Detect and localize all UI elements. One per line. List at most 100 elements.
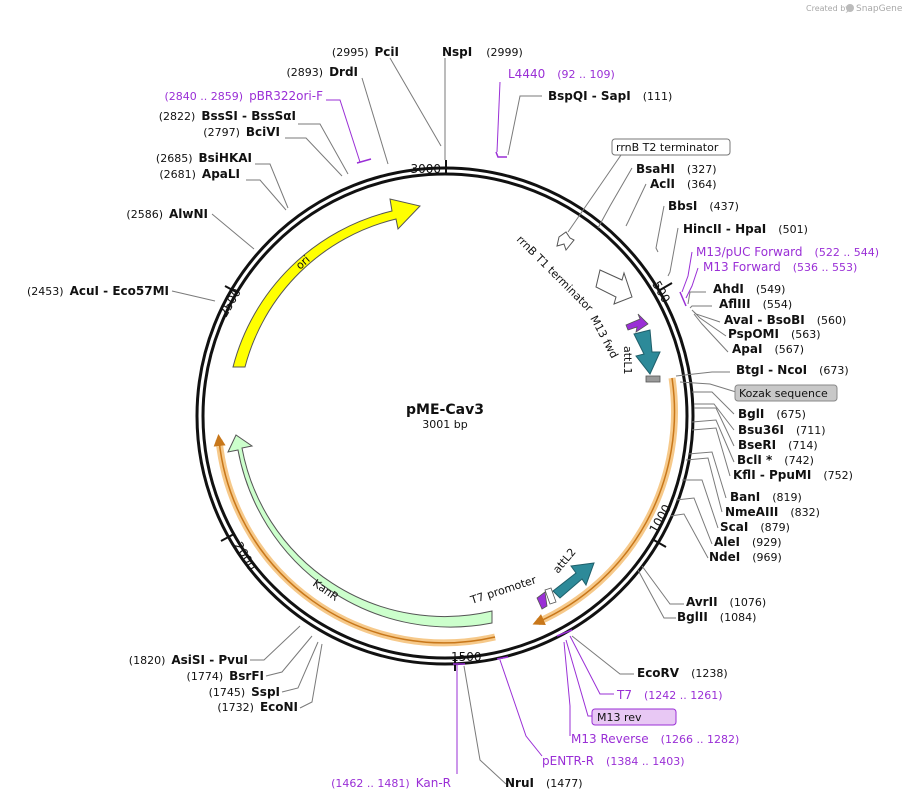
site-bcli[interactable]: BclI *(742) xyxy=(737,453,814,467)
primer-labels: L4440(92 .. 109) (2840 .. 2859)pBR322ori… xyxy=(165,67,880,790)
site-acli[interactable]: AclI(364) xyxy=(650,177,717,191)
site-ndei[interactable]: NdeI(969) xyxy=(709,550,782,564)
tick-label-2500: 2500 xyxy=(216,286,243,319)
primer-pentr-r[interactable]: pENTR-R(1384 .. 1403) xyxy=(542,754,685,768)
site-hincii[interactable]: HincII - HpaI(501) xyxy=(683,222,808,236)
attl2-arrow[interactable] xyxy=(552,562,595,599)
alwni-leader xyxy=(211,213,255,250)
t7-promoter-label: T7 promoter xyxy=(468,573,538,607)
bsihkai-leader xyxy=(255,163,289,209)
rrnb-t1-arrow[interactable] xyxy=(595,269,633,305)
plasmid-length: 3001 bp xyxy=(422,418,467,431)
primer-m13-forward[interactable]: M13 Forward(536 .. 553) xyxy=(703,260,857,274)
site-apai[interactable]: ApaI(567) xyxy=(732,342,804,356)
feature-kozak-sequence[interactable]: Kozak sequence xyxy=(734,384,838,402)
site-alei[interactable]: AleI(929) xyxy=(714,535,782,549)
primer-m13-reverse[interactable]: M13 Reverse(1266 .. 1282) xyxy=(571,732,739,746)
attl1-arrow[interactable] xyxy=(633,329,661,375)
site-bsihkai[interactable]: (2685)BsiHKAI xyxy=(156,151,252,165)
primer-l4440[interactable]: L4440(92 .. 109) xyxy=(508,67,615,81)
site-ahdi[interactable]: AhdI(549) xyxy=(713,282,785,296)
m13-rev-label-box xyxy=(591,708,677,726)
site-nmeaiii[interactable]: NmeAIII(832) xyxy=(725,505,820,519)
site-asisi[interactable]: (1820)AsiSI - PvuI xyxy=(129,653,248,667)
tick-label-1500: 1500 xyxy=(451,650,482,664)
feature-rrnb-t2-terminator[interactable]: rrnB T2 terminator xyxy=(556,138,731,252)
ori-arrow-shape[interactable] xyxy=(232,198,421,368)
site-sspi[interactable]: (1745)SspI xyxy=(209,685,280,699)
bglii-leader xyxy=(637,569,676,619)
site-bgli[interactable]: BglI(675) xyxy=(738,407,806,421)
feature-rrnb-t1-terminator[interactable]: rrnB T1 terminator xyxy=(514,233,633,315)
rrnb-t2-label-box xyxy=(611,138,731,156)
site-bcivi[interactable]: (2797)BciVI xyxy=(203,125,280,139)
bbsi-leader xyxy=(655,205,665,253)
site-bsrfi[interactable]: (1774)BsrFI xyxy=(187,669,264,683)
site-pcii[interactable]: (2995)PciI xyxy=(332,45,399,59)
site-bglii[interactable]: BglII(1084) xyxy=(677,610,756,624)
site-bsssi[interactable]: (2822)BssSI - BssSαI xyxy=(159,109,296,123)
pentr-r-leader xyxy=(499,659,543,757)
credit-brand: SnapGene xyxy=(856,4,903,14)
snapgene-credit: Created by SnapGene xyxy=(806,4,903,14)
feature-ori[interactable]: ori xyxy=(232,198,421,368)
site-kfli[interactable]: KflI - PpuMI(752) xyxy=(733,468,853,482)
ecorv-leader xyxy=(571,635,634,675)
ahdi-leader xyxy=(687,291,706,305)
site-avrii[interactable]: AvrII(1076) xyxy=(686,595,766,609)
kozak-label: Kozak sequence xyxy=(739,387,828,400)
m13-puc-forward-marker xyxy=(679,291,687,307)
m13-rev-label[interactable]: M13 rev xyxy=(597,711,642,724)
primer-m13-puc-forward[interactable]: M13/pUC Forward(522 .. 544) xyxy=(696,245,879,259)
econi-leader xyxy=(299,643,323,709)
site-bspqi[interactable]: BspQI - SapI(111) xyxy=(548,89,672,103)
ndei-leader xyxy=(669,513,709,559)
cds-highlight xyxy=(536,377,678,626)
site-drdi[interactable]: (2893)DrdI xyxy=(286,65,358,79)
rrnb-t2-arrow[interactable] xyxy=(556,231,575,252)
site-scai[interactable]: ScaI(879) xyxy=(720,520,790,534)
feature-attl1[interactable]: attL1 xyxy=(621,329,661,383)
site-acui[interactable]: (2453)AcuI - Eco57MI xyxy=(27,284,169,298)
site-pspomi[interactable]: PspOMI(563) xyxy=(728,327,821,341)
site-avai[interactable]: AvaI - BsoBI(560) xyxy=(724,313,846,327)
site-econi[interactable]: (1732)EcoNI xyxy=(217,700,298,714)
t7-promoter-arrow[interactable] xyxy=(536,591,548,610)
snapgene-logo-icon xyxy=(846,4,854,12)
kozak-label-box xyxy=(734,384,838,402)
nrui-leader xyxy=(463,665,507,785)
primer-markers xyxy=(356,151,687,665)
site-nrui[interactable]: NruI(1477) xyxy=(505,776,583,790)
attl1-label: attL1 xyxy=(621,346,634,375)
m13-forward-leader xyxy=(685,267,699,299)
site-leaders xyxy=(171,57,737,785)
bgli-leader xyxy=(692,391,735,415)
kanr-arrow-shape[interactable] xyxy=(227,434,493,628)
site-apali[interactable]: (2681)ApaLI xyxy=(159,167,240,181)
site-nspi[interactable]: NspI(2999) xyxy=(442,45,523,59)
site-bbsi[interactable]: BbsI(437) xyxy=(668,199,739,213)
primer-pbr322ori-f[interactable]: (2840 .. 2859)pBR322ori-F xyxy=(165,89,324,103)
sspi-leader xyxy=(281,641,319,693)
site-bani[interactable]: BanI(819) xyxy=(730,490,802,504)
bani-leader xyxy=(687,451,727,499)
kozak-marker xyxy=(645,375,661,383)
site-ecorv[interactable]: EcoRV(1238) xyxy=(637,666,728,680)
site-btgi[interactable]: BtgI - NcoI(673) xyxy=(736,363,849,377)
feature-t7-promoter[interactable]: T7 promoter xyxy=(468,573,557,610)
tick-2000 xyxy=(220,533,235,542)
site-afliii[interactable]: AflIII(554) xyxy=(719,297,792,311)
site-alwni[interactable]: (2586)AlwNI xyxy=(126,207,208,221)
site-bsahi[interactable]: BsaHI(327) xyxy=(636,162,717,176)
primer-t7[interactable]: T7(1242 .. 1261) xyxy=(616,688,723,702)
primer-kan-r[interactable]: (1462 .. 1481)Kan-R xyxy=(331,776,451,790)
site-bseri[interactable]: BseRI(714) xyxy=(738,438,818,452)
m13-fwd-arrow[interactable] xyxy=(625,313,649,333)
feature-kanr[interactable]: KanR xyxy=(227,434,493,628)
bsssi-leader xyxy=(298,123,349,175)
nmeaiii-leader xyxy=(685,457,723,513)
scai-leader xyxy=(682,479,719,529)
site-bsu36i[interactable]: Bsu36I(711) xyxy=(738,423,826,437)
credit-prefix: Created by xyxy=(806,4,850,13)
bsahi-leader xyxy=(597,167,633,229)
